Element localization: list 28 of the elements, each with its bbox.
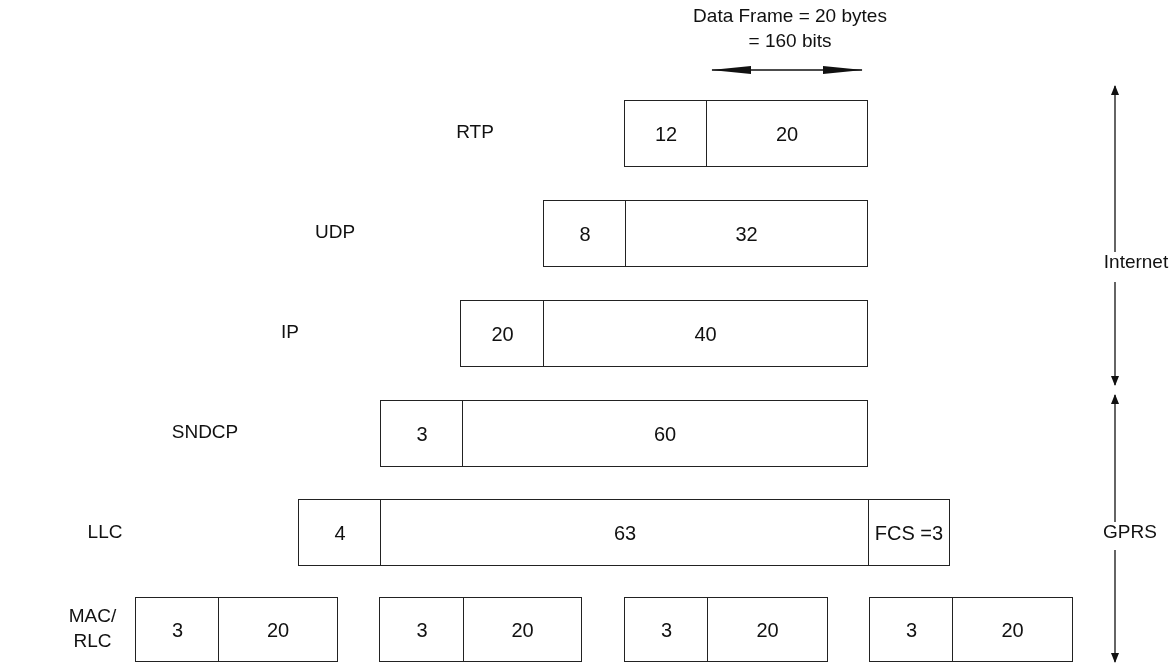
range-label: Internet — [1102, 250, 1170, 274]
layer-label: IP — [280, 320, 300, 344]
field-box: 20 — [952, 597, 1073, 662]
field-box: 20 — [463, 597, 582, 662]
field-box: 3 — [379, 597, 465, 662]
layer-label: MAC/ RLC — [67, 604, 118, 653]
field-box: 3 — [869, 597, 954, 662]
field-box: FCS =3 — [868, 499, 950, 566]
layer-label: LLC — [86, 520, 124, 544]
range-label: GPRS — [1102, 520, 1158, 544]
field-box: 20 — [218, 597, 338, 662]
field-box: 32 — [625, 200, 868, 267]
field-box: 12 — [624, 100, 708, 167]
layer-label: UDP — [313, 220, 357, 244]
field-box: 63 — [380, 499, 870, 566]
field-box: 4 — [298, 499, 382, 566]
field-box: 3 — [380, 400, 464, 467]
field-box: 3 — [624, 597, 709, 662]
layer-label: SNDCP — [170, 420, 240, 444]
field-box: 40 — [543, 300, 868, 367]
field-box: 8 — [543, 200, 627, 267]
field-box: 20 — [706, 100, 868, 167]
field-box: 20 — [460, 300, 545, 367]
layer-label: RTP — [455, 120, 495, 144]
dimension-label: Data Frame = 20 bytes = 160 bits — [692, 4, 888, 53]
field-box: 20 — [707, 597, 828, 662]
field-box: 60 — [462, 400, 868, 467]
field-box: 3 — [135, 597, 220, 662]
